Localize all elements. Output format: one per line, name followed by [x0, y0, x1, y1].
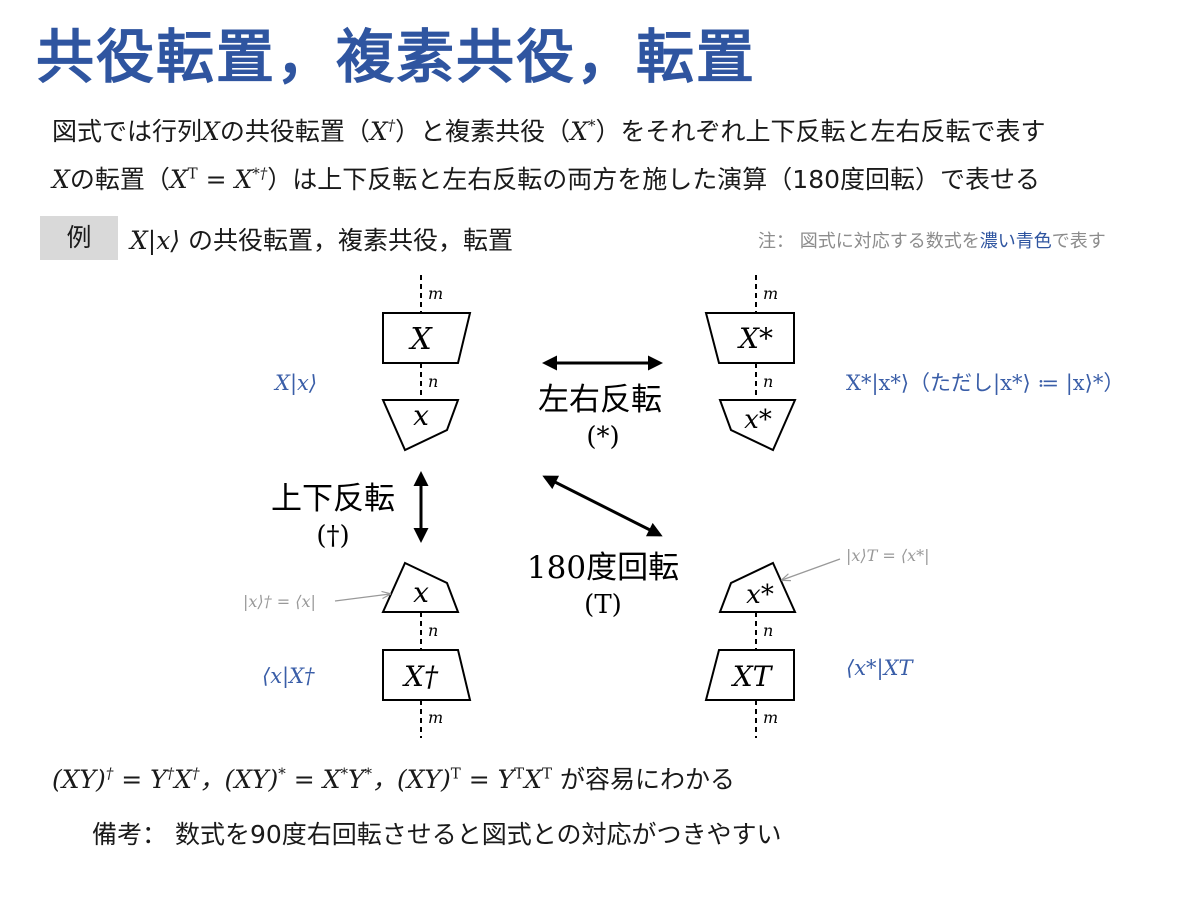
leg-label-n: n [428, 621, 438, 640]
identity-text: が容易にわかる [559, 765, 735, 794]
left-right-flip-label: 左右反転 [538, 382, 662, 418]
leg-label-m: m [763, 284, 778, 303]
leg-label-m: m [428, 284, 443, 303]
math-X: X [202, 117, 220, 146]
note-text: で表す [1051, 231, 1106, 252]
example-heading: X|x⟩ の共役転置，複素共役，転置 [130, 221, 513, 257]
example-text: の共役転置，複素共役，転置 [188, 226, 514, 255]
annotation-pointer [334, 594, 390, 602]
color-note: 注： 図式に対応する数式を濃い青色で表す [758, 227, 1106, 253]
math-X: X [52, 165, 70, 194]
example-badge: 例 [40, 216, 118, 260]
matrix-box-X-transpose-label: XT [731, 660, 774, 693]
math-identities: (XY)† = Y†X†，(XY)* = X*Y*，(XY)T = YTXT [52, 764, 552, 794]
formula-top-left: X|x⟩ [273, 371, 317, 396]
matrix-box-X-star-label: X* [737, 322, 773, 355]
vector-triangle-x-star [718, 399, 797, 452]
intro-line-1: 図式では行列Xの共役転置（X†）と複素共役（X*）をそれぞれ上下反転と左右反転で… [52, 112, 1046, 148]
matrix-box-X-transpose [704, 649, 795, 701]
rotation-arrow [542, 475, 663, 537]
vector-triangle-x-dagger-label: x [413, 576, 429, 609]
leg-label-n: n [763, 621, 773, 640]
intro-text: の転置（ [69, 165, 170, 194]
rotation-label: 180度回転 [527, 550, 679, 586]
intro-line-2: Xの転置（XT = X*†）は上下反転と左右反転の両方を施した演算（180度回転… [52, 160, 1040, 196]
identity-line: (XY)† = Y†X†，(XY)* = X*Y*，(XY)T = YTXT が… [52, 760, 735, 796]
math-X-ket-x: X|x⟩ [130, 226, 189, 255]
vector-triangle-x-label: x [413, 399, 429, 432]
note-blue-text: 濃い青色 [979, 231, 1052, 252]
remark-line: 備考： 数式を90度右回転させると図式との対応がつきやすい [92, 820, 782, 849]
leg-label-n: n [428, 372, 438, 391]
intro-text: ）をそれぞれ上下反転と左右反転で表す [595, 117, 1046, 146]
note-text: 注： 図式に対応する数式を [758, 231, 980, 252]
intro-text: の共役転置（ [219, 117, 370, 146]
math-transpose-equation: XT = X*† [169, 164, 268, 194]
annotation-bra-x: |x⟩† = ⟨x| [243, 592, 316, 611]
annotation-bra-x-star: |x⟩T = ⟨x*| [846, 546, 930, 565]
matrix-box-X-star [704, 312, 795, 364]
matrix-box-X-label: X [408, 322, 433, 357]
intro-text: ）と複素共役（ [395, 117, 571, 146]
left-right-flip-symbol: (*) [586, 422, 619, 452]
formula-bottom-left: ⟨x|X† [262, 664, 315, 689]
math-X-dagger: X† [369, 116, 396, 146]
formula-bottom-right: ⟨x*|XT [846, 656, 915, 681]
leg-label-m: m [763, 708, 778, 727]
intro-text: ）は上下反転と左右反転の両方を施した演算（180度回転）で表せる [267, 165, 1041, 194]
tensor-diagram: m n m n n m n m X x X* x* x X† x* XT 左右反… [243, 275, 1124, 738]
matrix-box-X [382, 312, 472, 364]
up-down-flip-label: 上下反転 [271, 481, 395, 517]
matrix-box-X-dagger [382, 649, 472, 701]
up-down-flip-symbol: (†) [316, 521, 349, 551]
rotation-symbol: (T) [584, 590, 622, 620]
matrix-box-X-dagger-label: X† [402, 660, 439, 693]
vector-triangle-x [381, 399, 460, 452]
vector-triangle-x-transpose [718, 561, 797, 613]
vector-triangle-x-transpose-label: x* [746, 580, 774, 610]
leg-label-n: n [763, 372, 773, 391]
page-title: 共役転置，複素共役，転置 [36, 23, 757, 91]
diagram-legs [420, 275, 757, 738]
vector-triangle-x-star-label: x* [744, 405, 772, 435]
annotation-pointer [782, 558, 841, 580]
leg-label-m: m [428, 708, 443, 727]
formula-top-right: X*|x*⟩（ただし|x*⟩ ≔ |x⟩*） [846, 371, 1124, 396]
math-X-star: X* [570, 116, 596, 146]
intro-text: 図式では行列 [52, 117, 203, 146]
